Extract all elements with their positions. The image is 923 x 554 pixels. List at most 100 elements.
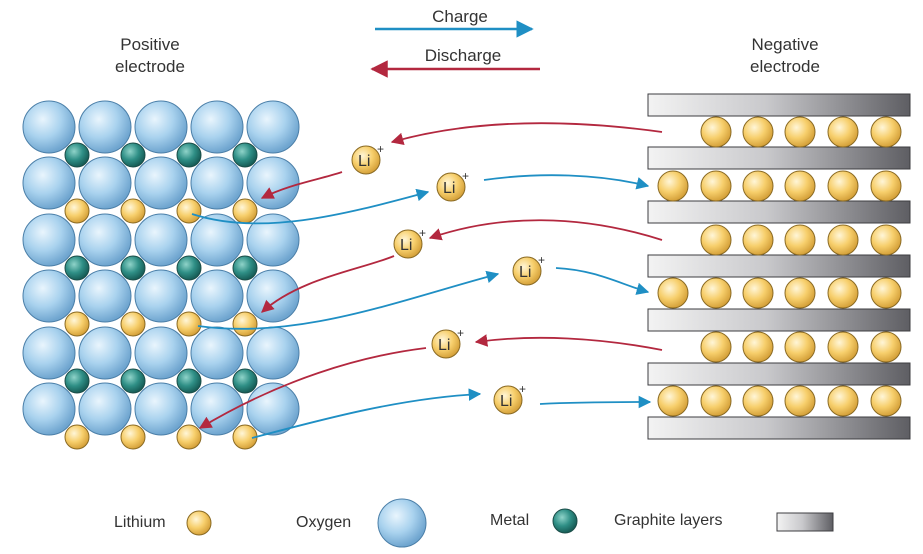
- lithium-atom: [120, 311, 146, 337]
- discharge-path-2b: [261, 255, 395, 313]
- li-ion: Li +: [436, 169, 469, 202]
- legend-metal-label: Metal: [490, 512, 530, 529]
- graphite-legend-icon: [776, 512, 834, 532]
- oxygen-atom: [78, 326, 132, 380]
- oxygen-atom: [78, 156, 132, 210]
- metal-atom: [120, 142, 146, 168]
- ion-symbol: Li: [438, 337, 450, 354]
- lithium-atom: [176, 311, 202, 337]
- graphite-layer: [647, 308, 911, 332]
- oxygen-atom: [134, 269, 188, 323]
- metal-atom: [176, 255, 202, 281]
- lithium-atom: [176, 424, 202, 450]
- lithium-atom: [827, 116, 859, 148]
- discharge-path-1b: [260, 171, 343, 199]
- lithium-atom: [657, 170, 689, 202]
- oxygen-atom: [22, 100, 76, 154]
- positive-electrode-lattice: [22, 100, 300, 450]
- ion-symbol: Li: [443, 180, 455, 197]
- ion-charge: +: [419, 226, 426, 240]
- lithium-atom: [700, 116, 732, 148]
- graphite-layer: [647, 362, 911, 386]
- metal-atom: [120, 255, 146, 281]
- lithium-atom: [700, 331, 732, 363]
- lithium-atom: [784, 116, 816, 148]
- lithium-atom: [700, 385, 732, 417]
- metal-atom: [232, 368, 258, 394]
- negative-title-line2: electrode: [750, 57, 820, 76]
- ion-charge: +: [538, 253, 545, 267]
- oxygen-atom: [190, 213, 244, 267]
- li-ion: Li +: [512, 253, 545, 286]
- metal-atom: [64, 368, 90, 394]
- lithium-atom: [827, 170, 859, 202]
- oxygen-atom: [190, 156, 244, 210]
- metal-atom: [120, 368, 146, 394]
- metal-atom: [64, 255, 90, 281]
- discharge-path-3: [474, 334, 663, 351]
- ion-symbol: Li: [400, 237, 412, 254]
- oxygen-atom: [134, 326, 188, 380]
- lithium-atom: [232, 311, 258, 337]
- ion-symbol: Li: [500, 393, 512, 410]
- lithium-atom: [742, 277, 774, 309]
- lithium-atom: [784, 224, 816, 256]
- oxygen-atom: [134, 100, 188, 154]
- lithium-atom: [870, 116, 902, 148]
- negative-electrode-graphite: [647, 93, 911, 440]
- lithium-atom: [700, 224, 732, 256]
- oxygen-legend-icon: [377, 498, 427, 548]
- graphite-layer: [647, 146, 911, 170]
- oxygen-atom: [22, 269, 76, 323]
- oxygen-atom: [78, 382, 132, 436]
- lithium-atom: [870, 277, 902, 309]
- lithium-atom: [870, 170, 902, 202]
- lithium-atom: [700, 170, 732, 202]
- oxygen-atom: [190, 100, 244, 154]
- lithium-atom: [742, 116, 774, 148]
- charge-path-3: [251, 388, 482, 439]
- metal-atom: [232, 255, 258, 281]
- positive-electrode-title: Positive electrode: [95, 34, 205, 78]
- lithium-atom: [742, 224, 774, 256]
- oxygen-atom: [22, 382, 76, 436]
- lithium-atom: [827, 277, 859, 309]
- discharge-label: Discharge: [424, 46, 502, 65]
- ion-charge: +: [377, 142, 384, 156]
- lithium-atom: [64, 198, 90, 224]
- lithium-atom: [784, 331, 816, 363]
- oxygen-atom: [190, 269, 244, 323]
- lithium-atom: [827, 385, 859, 417]
- li-ion: Li +: [393, 226, 426, 259]
- graphite-layer: [647, 254, 911, 278]
- lithium-atom: [64, 424, 90, 450]
- lithium-atom: [232, 198, 258, 224]
- ion-charge: +: [457, 326, 464, 340]
- lithium-atom: [657, 385, 689, 417]
- oxygen-atom: [246, 213, 300, 267]
- li-ion: Li +: [431, 326, 464, 359]
- charge-path-1b: [483, 174, 650, 190]
- ion-symbol: Li: [358, 153, 370, 170]
- negative-title-line1: Negative: [751, 35, 819, 54]
- discharge-path-3b: [198, 347, 427, 429]
- oxygen-atom: [246, 156, 300, 210]
- lithium-atom: [827, 224, 859, 256]
- lithium-atom: [120, 424, 146, 450]
- ion-symbol: Li: [519, 264, 531, 281]
- charge-path-1: [191, 188, 430, 225]
- negative-electrode-title: Negative electrode: [730, 34, 840, 78]
- lithium-atom: [176, 198, 202, 224]
- oxygen-atom: [22, 156, 76, 210]
- charge-path-2b: [555, 267, 650, 295]
- metal-atom: [64, 142, 90, 168]
- oxygen-atom: [246, 269, 300, 323]
- charge-label: Charge: [432, 7, 488, 26]
- charge-path-3b: [539, 395, 652, 409]
- ion-charge: +: [519, 382, 526, 396]
- lithium-atom: [64, 311, 90, 337]
- discharge-path-2: [428, 219, 663, 241]
- lithium-atom: [120, 198, 146, 224]
- li-ion: Li +: [493, 382, 526, 415]
